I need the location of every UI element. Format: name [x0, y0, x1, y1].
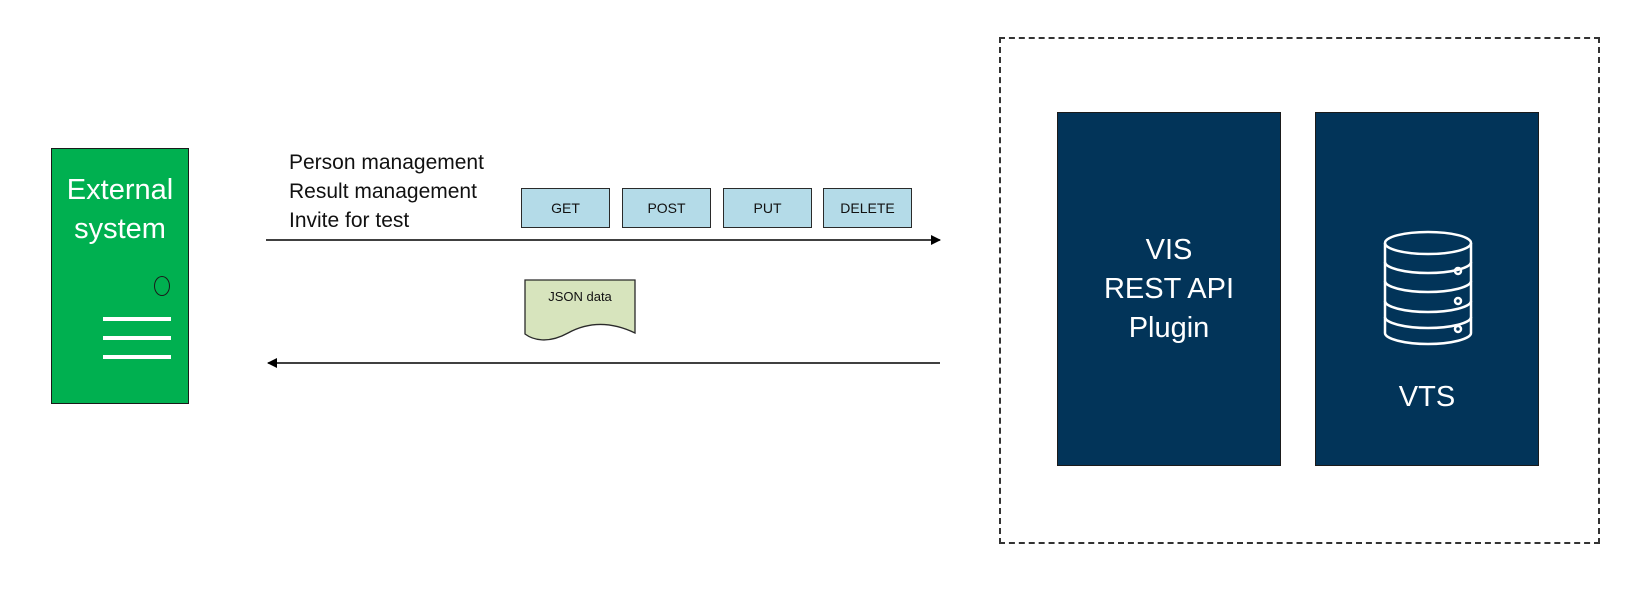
vis-block-label: VIS REST API Plugin [1103, 234, 1235, 344]
operation-invite-for-test: Invite for test [289, 209, 410, 232]
json-document-label: JSON data [548, 289, 612, 304]
vts-block-label: VTS [1398, 381, 1456, 413]
json-document-shape [524, 279, 636, 341]
database-icon [1383, 230, 1473, 346]
external-system-server: External system [51, 148, 189, 404]
method-put-box: PUT [723, 188, 812, 228]
vis-rest-api-plugin-block: VIS REST API Plugin [1057, 112, 1281, 466]
method-post-box: POST [622, 188, 711, 228]
external-system-label: External system [66, 174, 174, 245]
server-slot-line-icon [103, 336, 171, 340]
server-slot-line-icon [103, 355, 171, 359]
vts-block: VTS [1315, 112, 1539, 466]
operation-person-management: Person management [289, 151, 484, 174]
server-power-led-icon [154, 276, 170, 296]
request-operations-text: Person management Result management Invi… [289, 148, 484, 235]
method-delete-box: DELETE [823, 188, 912, 228]
method-get-box: GET [521, 188, 610, 228]
server-side-boundary [999, 37, 1600, 544]
operation-result-management: Result management [289, 180, 477, 203]
server-slot-line-icon [103, 317, 171, 321]
